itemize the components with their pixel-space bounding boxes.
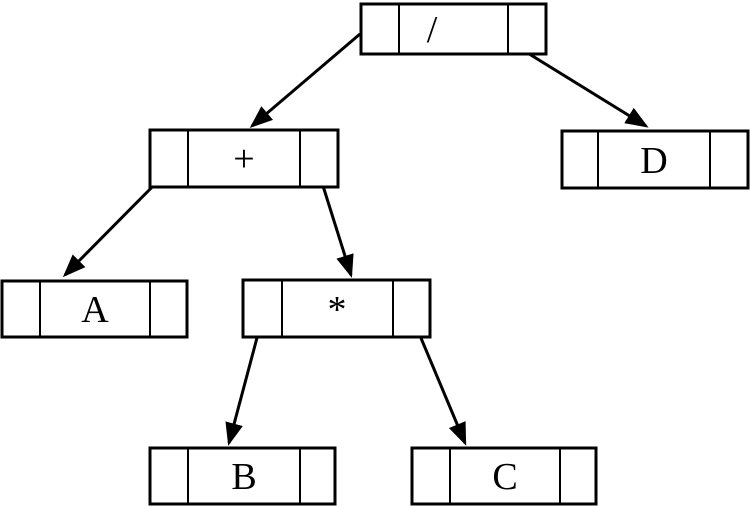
node-d: D [560,129,750,190]
edge-root-left-to-plus [249,32,361,128]
node-star: * [241,278,432,339]
node-label: A [81,289,109,331]
node-a: A [0,279,189,339]
node-box [0,279,189,339]
node-label: B [231,456,256,498]
node-plus: + [148,128,340,189]
node-box [148,446,337,506]
node-label: D [640,140,667,182]
node-b: B [148,446,337,506]
node-box [359,2,548,56]
node-label: * [328,289,347,331]
edges [62,32,649,446]
node-label: C [492,456,517,498]
node-label: + [233,138,254,180]
node-box [560,129,750,190]
edge-star-right-to-c [411,318,467,446]
node-label: / [427,9,438,51]
node-c: C [410,446,598,506]
edge-star-left-to-b [225,318,264,446]
node-box [241,278,432,339]
node-root: / [359,2,548,56]
node-box [410,446,598,506]
node-box [148,128,340,189]
